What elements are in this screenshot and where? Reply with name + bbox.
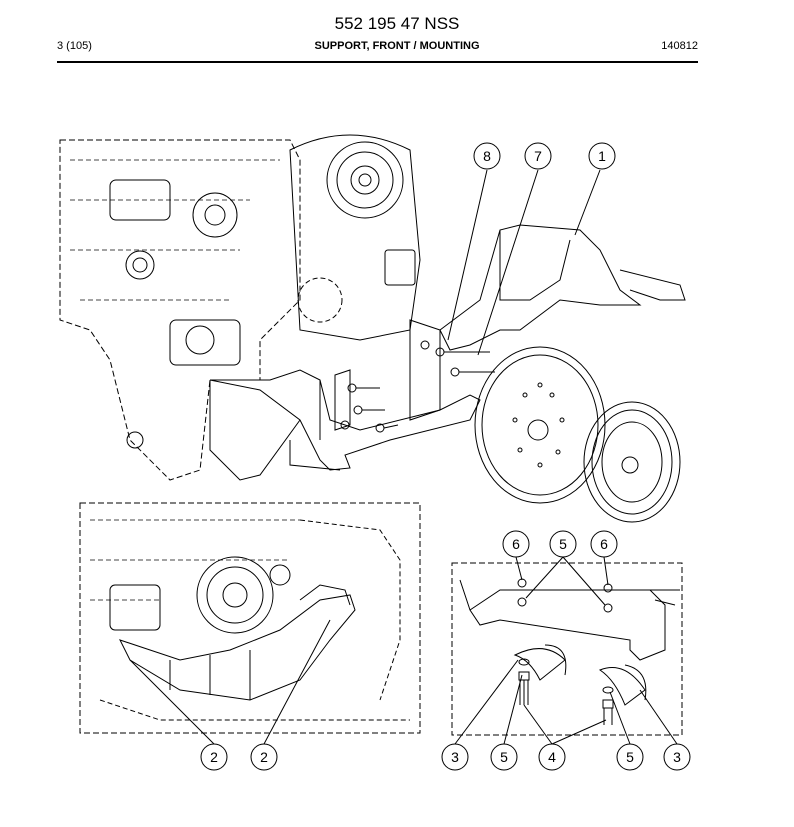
callout-5a	[549, 530, 577, 558]
callout-5b	[490, 743, 518, 771]
callout-label: 6	[600, 536, 608, 552]
page-number: 3 (105)	[57, 40, 92, 52]
callout-label: 4	[548, 749, 556, 765]
detail-right	[451, 556, 683, 745]
callout-label: 2	[210, 749, 218, 765]
callout-1	[588, 142, 616, 170]
callout-6b	[590, 530, 618, 558]
callout-label: 5	[500, 749, 508, 765]
callout-label: 1	[598, 148, 606, 164]
detail-left	[79, 502, 421, 745]
header-rule	[57, 61, 698, 63]
date-code: 140812	[661, 40, 698, 52]
callout-2a	[200, 743, 228, 771]
callout-6a	[502, 530, 530, 558]
callout-8	[473, 142, 501, 170]
callout-label: 2	[260, 749, 268, 765]
callout-label: 3	[451, 749, 459, 765]
callouts	[200, 142, 691, 771]
callout-5c	[616, 743, 644, 771]
callout-label: 6	[512, 536, 520, 552]
callout-3b	[663, 743, 691, 771]
callout-4	[538, 743, 566, 771]
callout-7	[524, 142, 552, 170]
callout-label: 5	[626, 749, 634, 765]
callout-2b	[250, 743, 278, 771]
callout-label: 8	[483, 148, 491, 164]
main-view	[59, 134, 686, 523]
callout-label: 5	[559, 536, 567, 552]
callout-label: 3	[673, 749, 681, 765]
callout-3a	[441, 743, 469, 771]
section-title: SUPPORT, FRONT / MOUNTING	[314, 40, 480, 52]
callout-label: 7	[534, 148, 542, 164]
part-number-title: 552 195 47 NSS	[334, 14, 460, 33]
